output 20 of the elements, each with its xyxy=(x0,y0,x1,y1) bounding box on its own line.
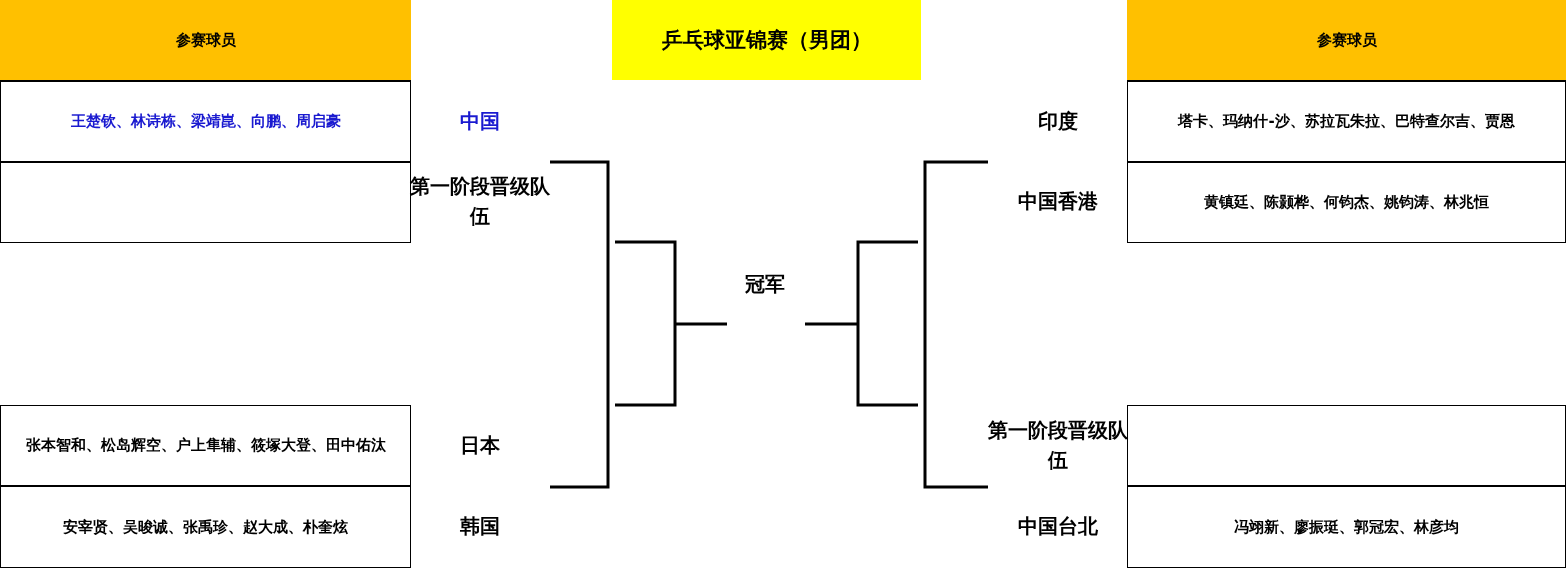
player-list-cell: 黄镇廷、陈颢桦、何钧杰、姚钧涛、林兆恒 xyxy=(1127,162,1566,243)
title-banner: 乒乓球亚锦赛（男团） xyxy=(612,0,921,80)
player-list-cell: 安宰贤、吴晙诚、张禹珍、赵大成、朴奎炫 xyxy=(0,486,411,568)
player-list-cell: 塔卡、玛纳什-沙、苏拉瓦朱拉、巴特查尔吉、贾恩 xyxy=(1127,81,1566,162)
champion-label: 冠军 xyxy=(744,271,786,298)
header-cell: 参赛球员 xyxy=(0,0,411,81)
team-name: 中国香港 xyxy=(1017,188,1099,215)
team-name: 第一阶段晋级队伍 xyxy=(410,173,550,230)
player-list-cell: 张本智和、松岛辉空、户上隼辅、筱塚大登、田中佑汰 xyxy=(0,405,411,486)
empty-cell xyxy=(0,162,411,243)
team-name: 韩国 xyxy=(459,513,501,540)
empty-cell xyxy=(1127,405,1566,486)
team-name: 日本 xyxy=(459,432,501,459)
team-name: 中国台北 xyxy=(1017,513,1099,540)
player-list-cell: 冯翊新、廖振珽、郭冠宏、林彦均 xyxy=(1127,486,1566,568)
team-name: 第一阶段晋级队伍 xyxy=(988,417,1128,474)
team-name: 印度 xyxy=(1037,108,1079,135)
header-cell: 参赛球员 xyxy=(1127,0,1566,81)
team-name: 中国 xyxy=(459,108,501,135)
player-list-cell: 王楚钦、林诗栋、梁靖崑、向鹏、周启豪 xyxy=(0,81,411,162)
